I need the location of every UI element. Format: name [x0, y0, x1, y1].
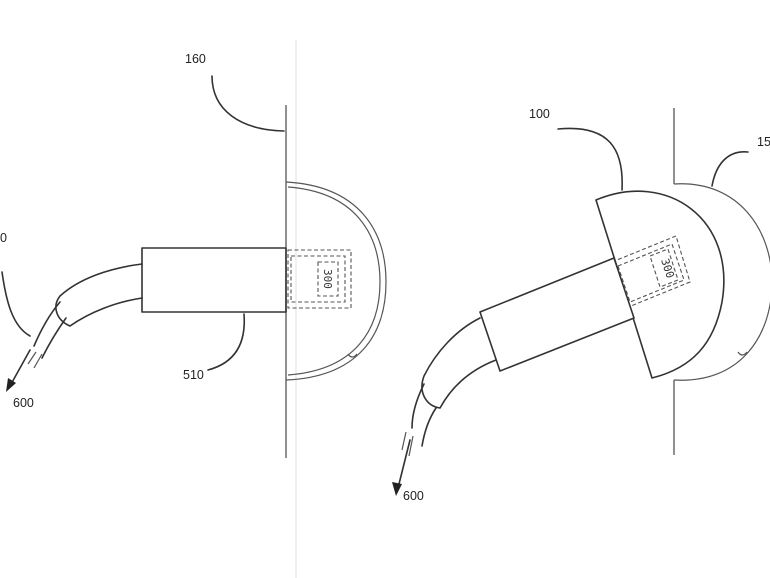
leader-160	[211, 75, 285, 132]
left-dome-inner	[287, 186, 381, 376]
right-arrow-head	[392, 482, 402, 496]
left-arrow-head	[6, 378, 16, 392]
right-device-head	[595, 190, 725, 379]
left-arrow-line	[9, 349, 31, 387]
leader-100	[557, 127, 623, 191]
left-cable-stroke-b	[33, 353, 43, 369]
left-internal-inner	[290, 255, 346, 303]
left-internal-outer	[287, 249, 352, 309]
leader-15	[711, 151, 749, 187]
label-left-0: 0	[0, 231, 7, 245]
label-160: 160	[185, 52, 206, 66]
right-cable-stroke-b	[408, 435, 414, 457]
left-dome-notch	[347, 353, 358, 358]
label-510: 510	[183, 368, 204, 382]
left-strain-relief	[55, 263, 143, 327]
left-cable-stroke-a	[27, 351, 37, 365]
right-plug-body	[479, 257, 635, 372]
left-view: 300 160 0 510 600	[0, 52, 387, 458]
right-cable	[411, 383, 437, 447]
right-back-dome	[673, 183, 770, 381]
left-dome-outer	[285, 181, 387, 381]
right-chip-label: 300	[658, 257, 677, 280]
label-100: 100	[529, 107, 550, 121]
right-arrow-line	[397, 439, 411, 489]
right-back-notch	[737, 351, 748, 356]
leader-510	[207, 313, 246, 371]
left-chip-label: 300	[321, 269, 334, 289]
label-right-600: 600	[403, 489, 424, 503]
left-plug-body	[141, 247, 287, 313]
right-tilted-device: 300	[411, 190, 725, 447]
label-left-600: 600	[13, 396, 34, 410]
leader-left-0	[1, 271, 31, 337]
left-chip-box	[317, 261, 339, 297]
label-15: 15	[757, 135, 770, 149]
right-cable-stroke-a	[401, 431, 407, 451]
left-cable	[33, 301, 67, 359]
right-strain-relief	[421, 317, 497, 409]
right-view: 300 100 15 600	[392, 107, 770, 503]
